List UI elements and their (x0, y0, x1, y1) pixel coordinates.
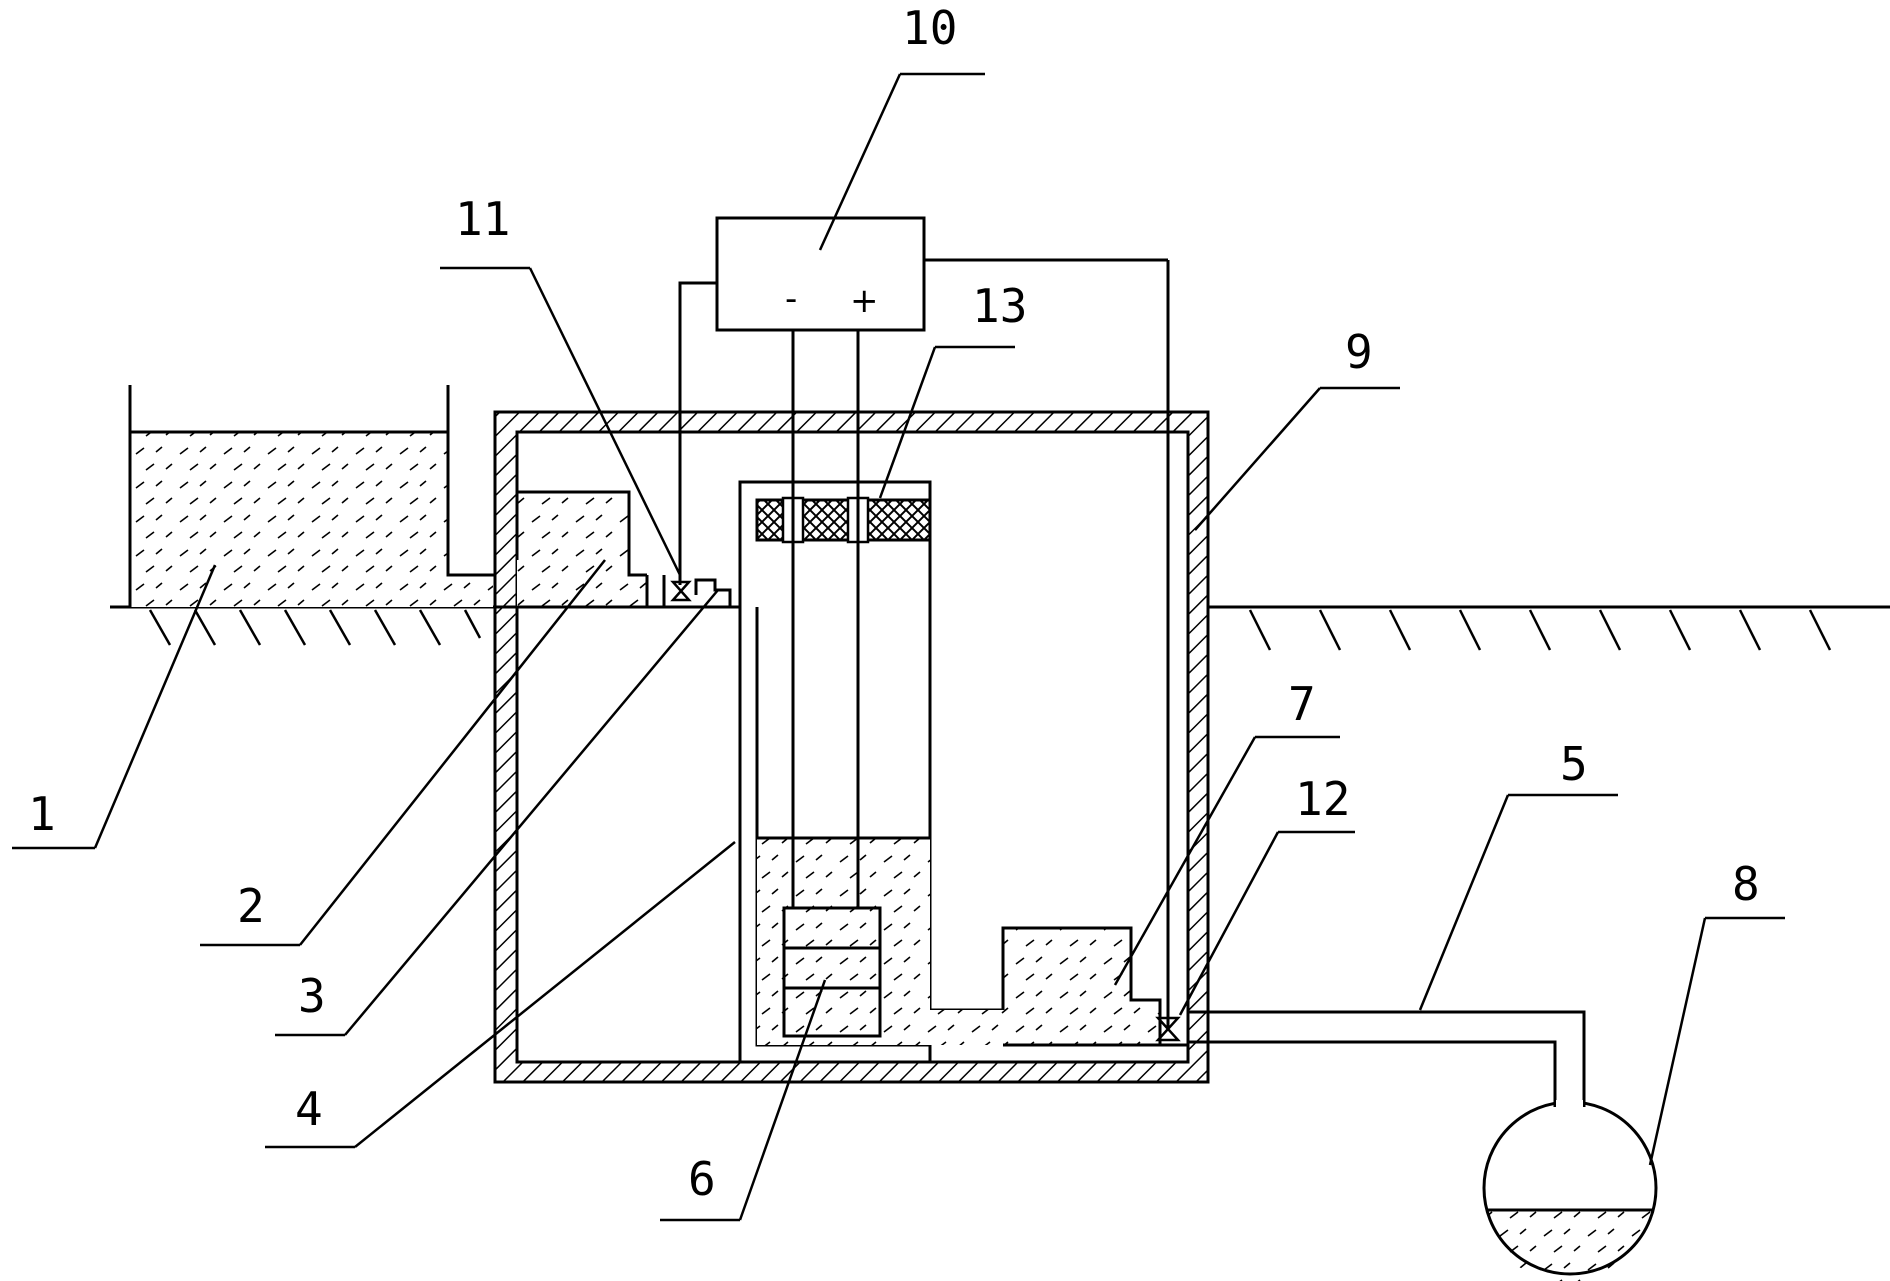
label-4: 4 (295, 1082, 323, 1136)
label-10: 10 (902, 1, 957, 55)
label-2: 2 (237, 879, 265, 933)
vertical-conduit (1166, 260, 1170, 1030)
label-11: 11 (455, 192, 510, 246)
electrode-stack (782, 906, 882, 1038)
label-13: 13 (972, 279, 1027, 333)
ground-surface (110, 605, 1890, 651)
power-supply: - + (678, 216, 1168, 585)
leader-lines (12, 72, 1785, 1222)
label-12: 12 (1295, 772, 1350, 826)
collection-trough (1001, 926, 1188, 1047)
electrode-cap (755, 496, 932, 544)
label-1: 1 (28, 787, 56, 841)
electrode-rods (791, 330, 860, 910)
label-8: 8 (1732, 857, 1760, 911)
outlet-valve (1155, 1016, 1181, 1042)
collection-flask (1482, 1100, 1658, 1281)
label-7: 7 (1288, 677, 1316, 731)
inlet-valve (670, 578, 732, 607)
label-3: 3 (298, 969, 326, 1023)
reservoir-tank (128, 385, 495, 607)
negative-terminal: - (785, 279, 797, 319)
insulated-chamber (493, 410, 1210, 1084)
positive-terminal: + (850, 281, 879, 321)
label-6: 6 (688, 1152, 716, 1206)
callout-labels: 1 2 3 4 5 6 7 8 9 10 11 12 13 (28, 1, 1760, 1206)
label-9: 9 (1345, 325, 1373, 379)
inlet-trough (495, 490, 740, 609)
outlet-pipe (1188, 1010, 1586, 1107)
label-5: 5 (1560, 737, 1588, 791)
